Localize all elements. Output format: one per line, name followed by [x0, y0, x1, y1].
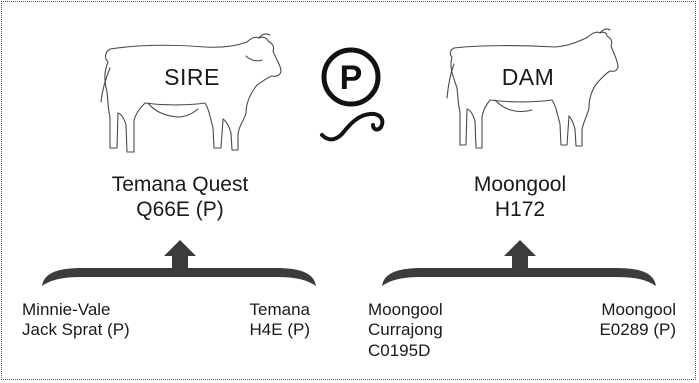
polled-p-letter: P	[340, 59, 363, 97]
dam-parent-right: Moongool E0289 (P)	[570, 300, 676, 341]
parent-line: E0289 (P)	[599, 320, 676, 340]
bull-icon	[100, 33, 282, 153]
parent-line: Currajong	[368, 320, 443, 340]
sire-name: Temana Quest Q66E (P)	[90, 172, 270, 222]
parent-line: H4E (P)	[249, 320, 310, 340]
parent-line: Minnie-Vale	[22, 300, 111, 319]
cow-icon	[446, 28, 619, 149]
bracket-arrow-icon	[42, 240, 316, 286]
parent-line: Moongool	[368, 300, 443, 319]
sire-label: SIRE	[164, 64, 220, 90]
parent-line: Jack Sprat (P)	[22, 320, 130, 340]
polled-p-icon: P	[320, 47, 385, 142]
parent-line: C0195D	[368, 340, 431, 360]
dam-parent-left: Moongool Currajong C0195D	[368, 300, 443, 361]
sire-parent-left: Minnie-Vale Jack Sprat (P)	[22, 300, 130, 341]
bracket-arrow-icon	[382, 240, 656, 286]
parent-line: Temana	[249, 300, 310, 319]
dam-id: H172	[494, 198, 546, 222]
parent-line: Moongool	[601, 300, 676, 319]
dam-name-text: Moongool	[473, 173, 567, 196]
dam-name: Moongool H172	[430, 172, 610, 222]
sire-name-text: Temana Quest	[111, 173, 249, 196]
dam-label: DAM	[501, 64, 555, 90]
sire-parent-right: Temana H4E (P)	[236, 300, 310, 341]
sire-id: Q66E (P)	[136, 198, 224, 222]
